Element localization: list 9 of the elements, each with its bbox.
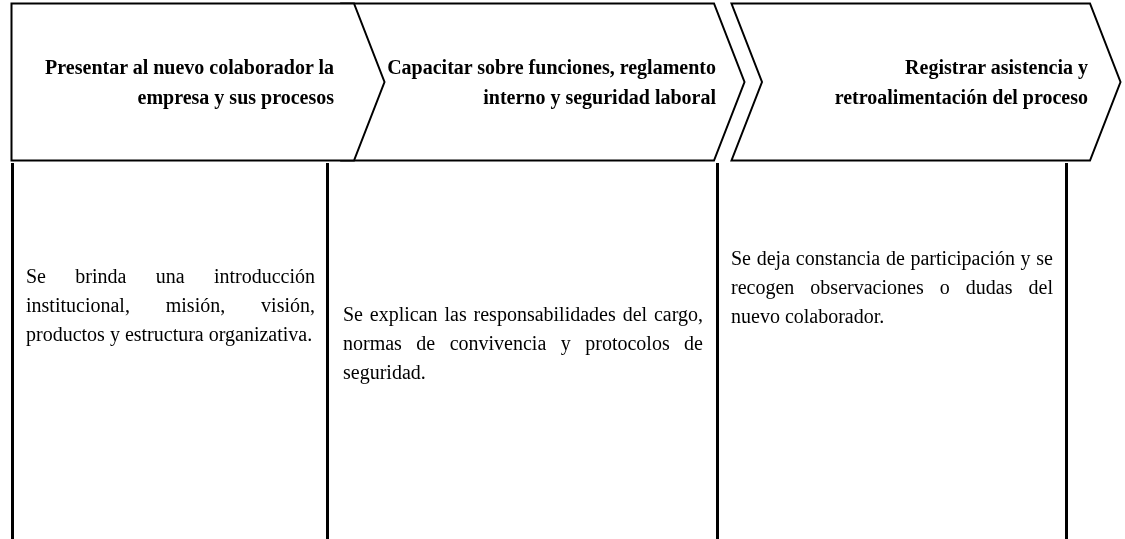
step-heading: Presentar al nuevo colaborador la empresa y sus procesos [44, 55, 335, 111]
step-heading: Capacitar sobre funciones, reglamento interno y seguridad laboral [386, 55, 717, 111]
step-heading: Registrar asistencia y retroalimentación del proceso [833, 55, 1089, 111]
description-column [716, 163, 1068, 539]
description-text: Se deja constancia de participación y se recogen observaciones o dudas del nuevo colaborador. [731, 246, 1053, 329]
description-text: Se explican las responsabilidades del cargo, normas de convivencia y protocolos de seguridad. [343, 302, 703, 386]
chevron-step [730, 2, 1122, 162]
description-text: Se brinda una introducción institucional, misión, visión, productos y estructura organizativa. [26, 264, 315, 348]
chevron-step [10, 2, 386, 162]
